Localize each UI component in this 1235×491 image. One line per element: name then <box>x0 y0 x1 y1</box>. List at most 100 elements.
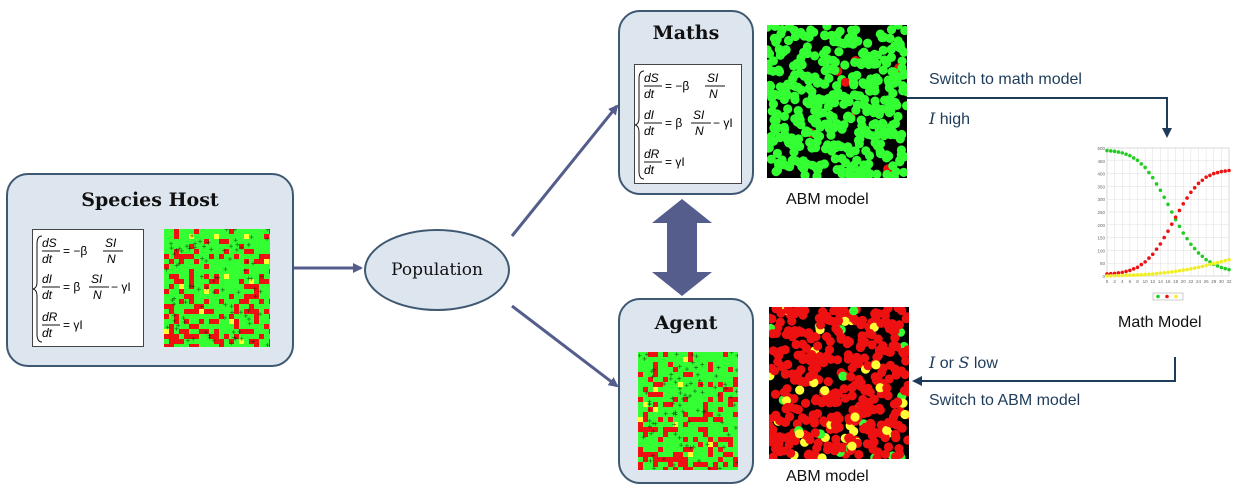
grid-cell <box>663 467 668 472</box>
grid-mark <box>253 294 258 299</box>
agent-title: Agent <box>654 312 718 334</box>
grid-cell <box>728 437 733 442</box>
equation-graphic: dS dt = −β SI N dI dt = β SI N − γI dR d… <box>32 235 131 343</box>
grid-cell <box>244 259 249 264</box>
grid-cell <box>683 467 688 472</box>
grid-mark <box>684 367 689 372</box>
agent-dot <box>888 120 898 130</box>
grid-cell <box>668 417 673 422</box>
svg-text:dt: dt <box>42 288 53 302</box>
x-tick-label: 20 <box>1181 279 1187 284</box>
grid-mark <box>181 316 186 321</box>
grid-cell <box>718 457 723 462</box>
grid-mark <box>265 227 270 232</box>
agent-dot <box>847 391 857 401</box>
grid-mark <box>637 353 642 358</box>
y-tick-label: 500 <box>1097 146 1105 151</box>
agent-dot <box>859 160 869 170</box>
agent-dot <box>795 385 805 395</box>
series-0-point <box>1223 266 1227 271</box>
agent-dot <box>813 438 823 448</box>
grid-mark <box>700 390 705 395</box>
agent-dot <box>894 320 904 330</box>
grid-mark <box>233 336 238 341</box>
agent-dot <box>887 319 897 329</box>
series-2-point <box>1181 268 1186 272</box>
grid-mark <box>684 383 689 388</box>
series-1-point <box>1166 229 1170 233</box>
agent-dot <box>833 316 844 326</box>
grid-cell <box>199 309 204 314</box>
grid-cell <box>643 427 648 432</box>
grid-cell <box>244 294 249 299</box>
grid-cell <box>269 339 274 344</box>
grid-mark <box>688 445 693 450</box>
maths-box: Maths dS dt = −β SI N dI dt = β SI N − γ… <box>618 10 754 195</box>
grid-mark <box>251 261 256 266</box>
grid-mark <box>726 432 731 437</box>
agent-dot <box>783 79 793 89</box>
series-0-point <box>1166 202 1170 207</box>
agent-dot <box>882 383 892 393</box>
grid-cell <box>224 274 229 279</box>
grid-mark <box>265 343 270 348</box>
grid-mark <box>251 339 256 344</box>
series-1-point <box>1150 252 1155 257</box>
agent-dot <box>779 111 790 121</box>
grid-mark <box>647 401 652 406</box>
agent-dot <box>850 412 860 422</box>
grid-cell <box>169 339 174 344</box>
grid-mark <box>674 352 679 357</box>
agent-box: Agent <box>618 298 754 484</box>
grid-cell <box>708 382 713 387</box>
series-2-point <box>1208 262 1212 267</box>
grid-cell <box>234 334 239 339</box>
grid-cell <box>638 447 643 452</box>
grid-cell <box>209 319 214 324</box>
grid-mark <box>651 428 656 433</box>
grid-mark <box>663 411 668 416</box>
series-1-point <box>1131 267 1136 271</box>
svg-text:dt: dt <box>644 87 655 101</box>
svg-text:= γI: = γI <box>665 155 685 169</box>
grid-cell <box>663 352 668 357</box>
grid-cell <box>658 437 663 442</box>
i-variable: I <box>929 353 936 372</box>
agent-dot <box>901 314 911 324</box>
y-tick-label: 100 <box>1097 248 1105 253</box>
agent-dot <box>803 329 813 339</box>
i-high-condition: I high <box>929 109 970 129</box>
grid-mark <box>701 409 706 414</box>
grid-cell <box>214 234 219 239</box>
agent-dot <box>794 134 804 144</box>
grid-cell <box>638 467 643 472</box>
agent-dot <box>792 117 802 127</box>
series-2-point <box>1112 273 1117 278</box>
grid-mark <box>671 462 676 467</box>
agent-dot <box>813 341 823 351</box>
grid-cell <box>683 462 688 467</box>
grid-cell <box>184 334 189 339</box>
grid-mark <box>647 418 652 423</box>
grid-mark <box>183 300 188 305</box>
series-0-point <box>1208 260 1212 264</box>
series-1-point <box>1185 196 1189 200</box>
grid-cell <box>214 274 219 279</box>
grid-cell <box>703 432 708 437</box>
series-2-point <box>1109 274 1113 278</box>
agent-dot <box>825 110 835 120</box>
series-1-point <box>1135 265 1140 270</box>
grid-mark <box>246 308 251 313</box>
grid-mark <box>191 336 196 341</box>
grid-cell <box>668 362 673 367</box>
agent-dot <box>882 127 892 137</box>
series-0-point <box>1200 254 1205 259</box>
grid-cell <box>244 284 249 289</box>
grid-mark <box>733 425 738 430</box>
agent-dot <box>772 148 782 158</box>
grid-mark <box>177 246 182 251</box>
grid-cell <box>269 314 274 319</box>
agent-dot <box>834 47 844 57</box>
grid-cell <box>673 467 678 472</box>
grid-mark <box>206 240 211 245</box>
